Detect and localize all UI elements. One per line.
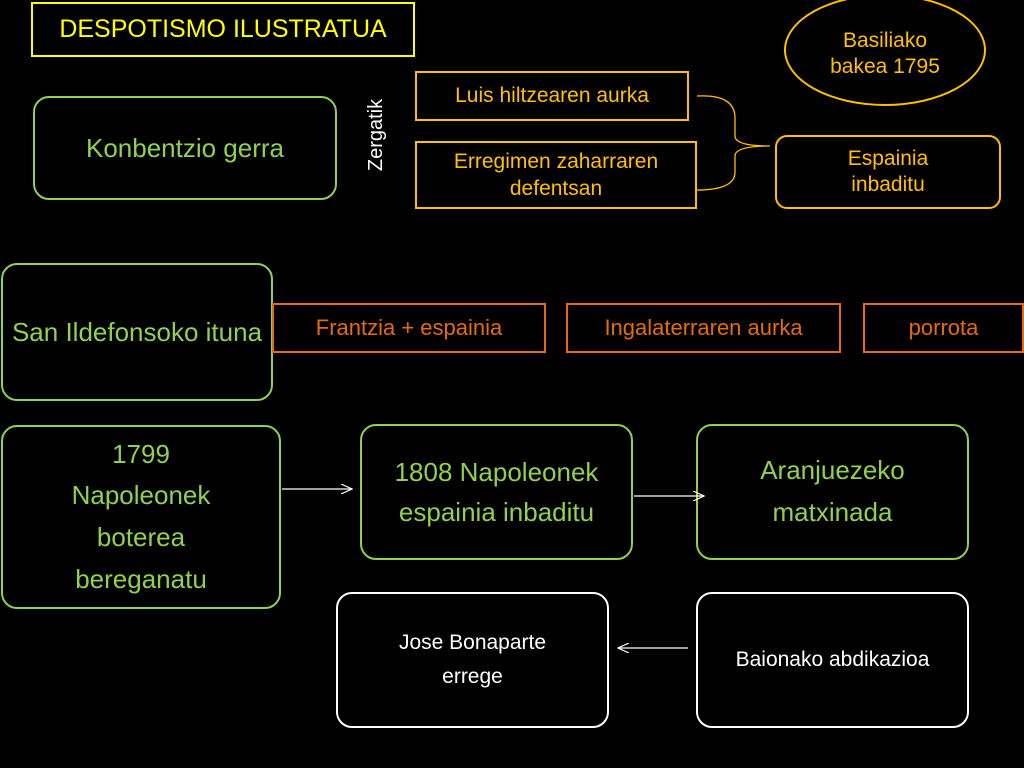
san-ildefonso-box: San Ildefonsoko ituna — [1, 263, 273, 401]
napoleon-1799-box: 1799 Napoleonek boterea bereganatu — [1, 425, 281, 609]
frantzia-espainia-text: Frantzia + espainia — [315, 315, 503, 341]
baiona-box: Baionako abdikazioa — [696, 592, 969, 728]
jose-bonaparte-text: Jose Bonaparte errege — [398, 631, 547, 688]
ingalaterra-box: Ingalaterraren aurka — [566, 303, 841, 353]
napoleon-1808-box: 1808 Napoleonek espainia inbaditu — [360, 424, 633, 560]
page-title: DESPOTISMO ILUSTRATUA — [31, 2, 415, 57]
espainia-inbaditu-text: Espainia inbaditu — [847, 146, 929, 196]
basilea-ellipse: Basiliako bakea 1795 — [784, 0, 986, 106]
basilea-text: Basiliako bakea 1795 — [830, 28, 940, 78]
jose-bonaparte-box: Jose Bonaparte errege — [336, 592, 609, 728]
aranjuez-text: Aranjuezeko matxinada — [760, 455, 905, 527]
page-title-text: DESPOTISMO ILUSTRATUA — [59, 14, 387, 43]
konbentzio-gerra-text: Konbentzio gerra — [85, 132, 285, 163]
luis-box: Luis hiltzearen aurka — [415, 71, 689, 121]
erregimen-text: Erregimen zaharraren defentsan — [453, 149, 659, 200]
ingalaterra-text: Ingalaterraren aurka — [604, 315, 803, 341]
espainia-inbaditu-box: Espainia inbaditu — [775, 135, 1001, 209]
porrota-text: porrota — [908, 315, 979, 341]
aranjuez-box: Aranjuezeko matxinada — [696, 424, 969, 560]
porrota-box: porrota — [863, 303, 1024, 353]
baiona-text: Baionako abdikazioa — [735, 647, 930, 671]
napoleon-1808-text: 1808 Napoleonek espainia inbaditu — [394, 456, 599, 527]
napoleon-1799-text: 1799 Napoleonek boterea bereganatu — [71, 438, 211, 594]
luis-text: Luis hiltzearen aurka — [455, 83, 649, 107]
konbentzio-gerra-box: Konbentzio gerra — [33, 96, 337, 200]
erregimen-box: Erregimen zaharraren defentsan — [415, 141, 697, 209]
brace-connector — [696, 95, 771, 191]
frantzia-espainia-box: Frantzia + espainia — [272, 303, 546, 353]
san-ildefonso-text: San Ildefonsoko ituna — [11, 316, 263, 347]
